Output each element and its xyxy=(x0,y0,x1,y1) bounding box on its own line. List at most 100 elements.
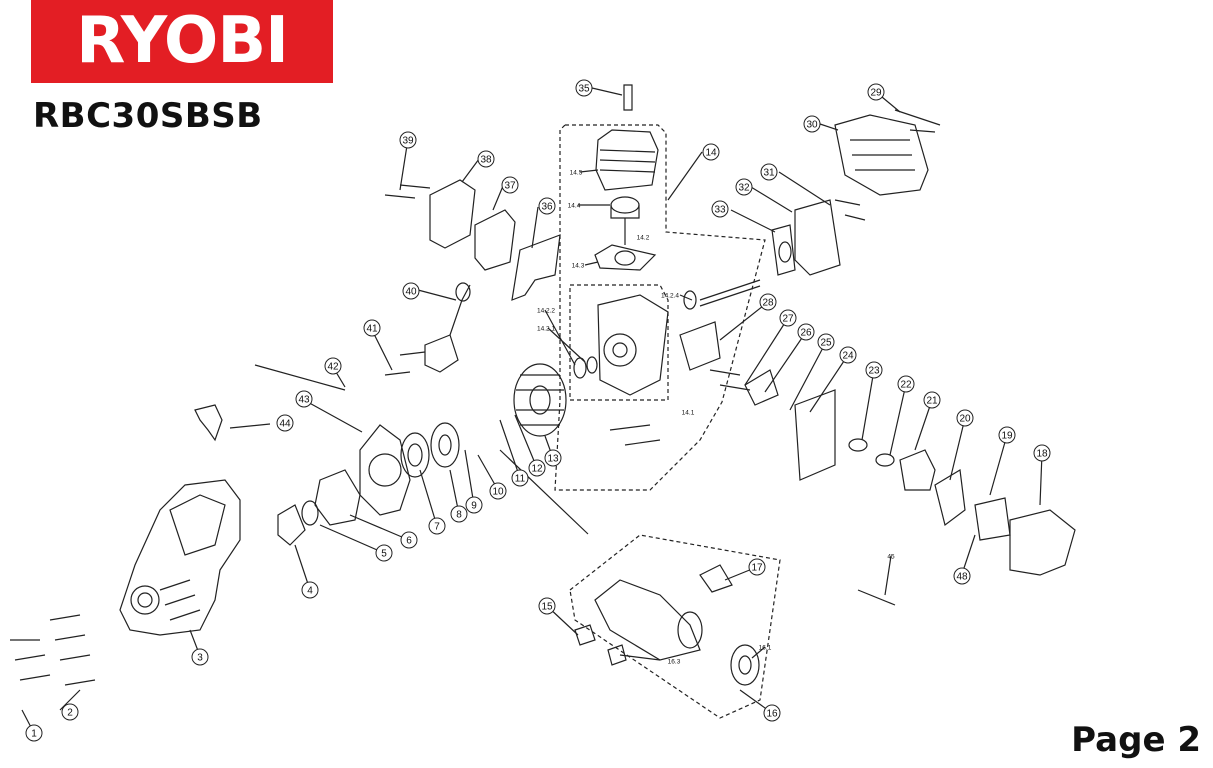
callout-label: 24 xyxy=(842,351,854,362)
callout-label: 9 xyxy=(471,501,477,512)
callout-circle xyxy=(998,426,1016,444)
part-callout-23: 23 xyxy=(865,361,883,379)
callout-circle xyxy=(25,724,43,742)
part-callout-21: 21 xyxy=(923,391,941,409)
callout-circle xyxy=(839,346,857,364)
part-callout-48: 48 xyxy=(953,567,971,585)
callout-circle xyxy=(817,333,835,351)
callout-label: 7 xyxy=(434,522,440,533)
part-callout-22: 22 xyxy=(897,375,915,393)
callout-label: 20 xyxy=(959,414,971,425)
callout-circle xyxy=(538,197,556,215)
callout-label: 26 xyxy=(800,328,812,339)
part-callout-12: 12 xyxy=(528,459,546,477)
part-callout-40: 40 xyxy=(402,282,420,300)
part-callout-14-2-4: 14.2.4 xyxy=(661,293,679,300)
part-callout-6: 6 xyxy=(400,531,418,549)
part-callout-1: 1 xyxy=(25,724,43,742)
callout-circle xyxy=(867,83,885,101)
callout-circle xyxy=(711,200,729,218)
part-callout-14-2: 14.2 xyxy=(637,235,650,242)
callout-label: 14.4 xyxy=(568,203,581,210)
callout-label: 13 xyxy=(547,454,559,465)
crankshaft xyxy=(699,279,761,307)
part-callout-28: 28 xyxy=(759,293,777,311)
callout-label: 39 xyxy=(402,136,414,147)
part-callout-18: 18 xyxy=(1033,444,1051,462)
callout-label: 14.2 xyxy=(637,235,650,242)
callout-label: 42 xyxy=(327,362,339,373)
callout-circle xyxy=(760,163,778,181)
callout-circle xyxy=(399,131,417,149)
callout-label: 22 xyxy=(900,380,912,391)
callout-circle xyxy=(276,414,294,432)
part-callout-13: 13 xyxy=(544,449,562,467)
callout-circle xyxy=(803,115,821,133)
callout-label: 5 xyxy=(381,549,387,560)
part-callout-14-3: 14.3 xyxy=(572,263,585,270)
callout-circle xyxy=(544,449,562,467)
callout-circle xyxy=(575,79,593,97)
part-callout-4: 4 xyxy=(301,581,319,599)
crankcase-group-boundary xyxy=(569,284,669,401)
callout-label: 36 xyxy=(541,202,553,213)
part-callout-37: 37 xyxy=(501,176,519,194)
callout-label: 14 xyxy=(705,148,717,159)
part-callout-14-2-1: 14.2.1 xyxy=(537,326,555,333)
part-callout-27: 27 xyxy=(779,309,797,327)
muffler-cover xyxy=(834,114,929,196)
callout-label: 35 xyxy=(578,84,590,95)
cylinder xyxy=(595,129,659,191)
part-callout-24: 24 xyxy=(839,346,857,364)
callout-label: 27 xyxy=(782,314,794,325)
part-callout-16-1: 16.1 xyxy=(759,645,772,652)
callout-label: 14.1 xyxy=(682,410,695,417)
callout-circle xyxy=(501,176,519,194)
handle-group-boundary xyxy=(569,534,781,719)
callout-circle xyxy=(923,391,941,409)
callout-label: 32 xyxy=(738,183,750,194)
callout-circle xyxy=(191,648,209,666)
callout-label: 30 xyxy=(806,120,818,131)
callout-circle xyxy=(528,459,546,477)
callout-label: 16.1 xyxy=(759,645,772,652)
callout-label: 4 xyxy=(307,586,313,597)
part-callout-25: 25 xyxy=(817,333,835,351)
part-callout-29: 29 xyxy=(867,83,885,101)
callout-label: 38 xyxy=(480,155,492,166)
callout-circle xyxy=(301,581,319,599)
model-number: RBC30SBSB xyxy=(33,96,263,136)
callout-circle xyxy=(735,178,753,196)
callout-label: 6 xyxy=(406,536,412,547)
callout-circle xyxy=(702,143,720,161)
part-callout-30: 30 xyxy=(803,115,821,133)
callout-label: 17 xyxy=(751,563,763,574)
part-callout-17: 17 xyxy=(748,558,766,576)
part-callout-14-1: 14.1 xyxy=(682,410,695,417)
crankcase xyxy=(597,294,669,396)
part-callout-10: 10 xyxy=(489,482,507,500)
part-callout-16-3: 16.3 xyxy=(668,659,681,666)
callout-circle xyxy=(402,282,420,300)
callout-circle xyxy=(400,531,418,549)
part-callout-3: 3 xyxy=(191,648,209,666)
part-callout-38: 38 xyxy=(477,150,495,168)
callout-circle xyxy=(489,482,507,500)
engine-group-boundary xyxy=(554,124,766,491)
flywheel xyxy=(513,363,567,437)
part-callout-32: 32 xyxy=(735,178,753,196)
callout-label: 21 xyxy=(926,396,938,407)
part-callout-26: 26 xyxy=(797,323,815,341)
callout-circle xyxy=(748,558,766,576)
callout-label: 14.2.4 xyxy=(661,293,679,300)
callout-label: 14.2.2 xyxy=(537,308,555,315)
callout-label: 2 xyxy=(67,708,73,719)
callout-label: 41 xyxy=(366,324,378,335)
callout-circle xyxy=(375,544,393,562)
part-callout-41: 41 xyxy=(363,319,381,337)
part-callout-33: 33 xyxy=(711,200,729,218)
air-filter-cover xyxy=(1009,509,1076,576)
logo-text: RYOBI xyxy=(76,4,289,78)
callout-circle xyxy=(956,409,974,427)
